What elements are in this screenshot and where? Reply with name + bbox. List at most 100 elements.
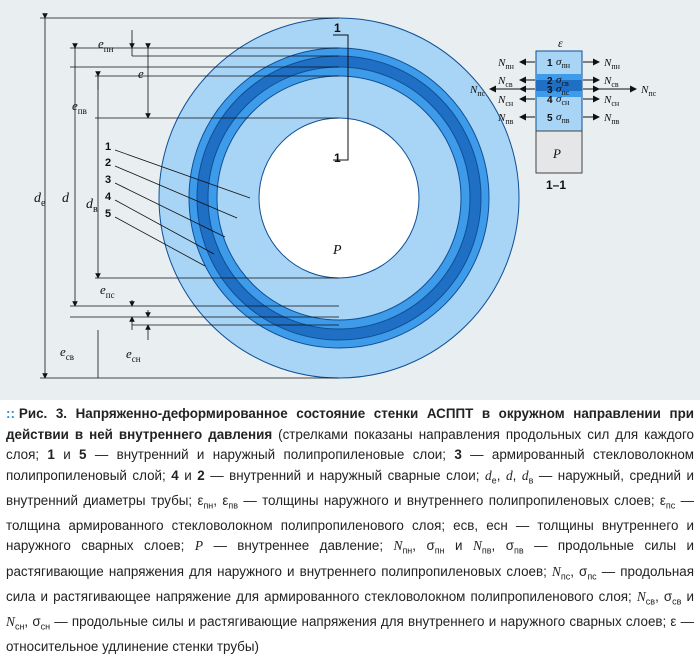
- caption-fragment: , σ: [24, 613, 41, 629]
- caption-fragment: , σ: [491, 538, 514, 554]
- caption-fragment: — толщины наружного и внутреннего полипр…: [237, 492, 666, 508]
- force-label-right: Nпн: [603, 57, 621, 71]
- caption-fragment: пн: [203, 500, 214, 511]
- caption-fragment: в: [528, 475, 534, 486]
- caption-fragment: ,: [512, 467, 522, 483]
- caption-title: Рис. 3. Напряженно-деформированное состо…: [6, 406, 694, 442]
- caption-fragment: — внутренний и наружный полипропиленовые…: [86, 447, 455, 462]
- caption-fragment: пс: [587, 571, 597, 582]
- layer-number-4: 4: [105, 191, 112, 203]
- caption-fragment: сн: [14, 621, 25, 632]
- caption-fragment: пн: [434, 546, 445, 557]
- caption-fragment: ,: [496, 467, 506, 483]
- caption-fragment: св: [645, 596, 656, 607]
- caption-fragment: (стрелками показаны направления продольн…: [6, 426, 694, 463]
- caption-fragment: пн: [402, 546, 413, 557]
- section-stress-label: σпс: [556, 83, 570, 97]
- section-layer-number: 3: [547, 85, 553, 96]
- caption-fragment: 5: [79, 447, 87, 462]
- section-layer-number: 4: [547, 95, 553, 106]
- force-label-left: Nсн: [497, 94, 514, 108]
- section-pressure-label: P: [552, 146, 561, 161]
- layer-leaders: [114, 149, 251, 267]
- caption-fragment: сн: [40, 621, 51, 632]
- caption-fragment: , σ: [412, 538, 435, 554]
- caption-fragment: е: [491, 475, 497, 486]
- section-stress-label: σпн: [556, 56, 571, 70]
- caption-fragment: и: [681, 588, 695, 604]
- section-stress-label: σсв: [556, 74, 569, 88]
- diagram-canvas: 1 1 P dе d dв eпн e eпв eпс eсв eсн: [34, 13, 657, 379]
- e-outer-label: eпн: [98, 36, 114, 54]
- section-mark-bottom: 1: [334, 151, 341, 165]
- d-outer-label: dе: [34, 191, 46, 209]
- dimension-lines: [42, 13, 151, 379]
- section-line: [333, 34, 349, 161]
- section-title: 1–1: [546, 178, 566, 192]
- section-layer-number: 5: [547, 113, 553, 124]
- caption-fragment: 1: [47, 447, 55, 462]
- caption-fragment: — внутренний и наружный сварные слои;: [204, 467, 485, 483]
- caption-fragment: , σ: [655, 588, 673, 604]
- caption-fragment: — толщина армированного стекловолокном п…: [6, 492, 694, 554]
- caption-bullet: ::: [6, 406, 15, 421]
- force-label-left: Nпс: [469, 84, 486, 98]
- caption-fragment: — продольная сила и растягивающее напряж…: [6, 563, 694, 604]
- section-mark-top: 1: [334, 21, 341, 35]
- caption-fragment: — наружный, средний и внутренний диаметр…: [6, 467, 694, 508]
- wall-section: ε P 1–1: [535, 36, 583, 192]
- caption-fragment: — внутреннее давление;: [203, 538, 394, 554]
- figure-caption: ::Рис. 3. Напряженно-деформированное сос…: [6, 404, 694, 658]
- pipe-wall-diagram: 1 1 P dе d dв eпн e eпв eпс eсв eсн: [0, 0, 700, 400]
- caption-fragment: d: [521, 467, 529, 483]
- caption-fragment: 2: [197, 467, 205, 483]
- force-label-right: Nсв: [603, 75, 619, 89]
- caption-fragment: — продольные силы и растягивающие напряж…: [6, 613, 694, 655]
- caption-fragment: 3: [454, 447, 462, 462]
- caption-fragment: — армированный стекловолокном полипропил…: [6, 447, 694, 483]
- caption-fragment: d: [484, 467, 492, 483]
- caption-fragment: , ε: [213, 492, 229, 508]
- caption-fragment: — продольные силы и растягивающие напряж…: [6, 538, 694, 579]
- caption-fragment: d: [505, 467, 513, 483]
- caption-fragment: N: [636, 588, 646, 604]
- force-label-right: Nпв: [603, 112, 620, 126]
- caption-fragment: пв: [481, 546, 492, 557]
- caption-fragment: пв: [513, 546, 524, 557]
- section-stress-label: σпв: [556, 111, 570, 125]
- caption-fragment: N: [551, 563, 561, 579]
- force-label-left: Nпв: [497, 112, 514, 126]
- caption-fragment: и: [444, 538, 473, 554]
- caption-fragment: пс: [560, 571, 571, 582]
- section-layer-number: 1: [547, 58, 553, 69]
- caption-fragment: св: [672, 596, 682, 607]
- d-inner-label: dв: [86, 197, 98, 215]
- caption-fragment: N: [472, 538, 482, 554]
- force-label-right: Nсн: [603, 94, 620, 108]
- force-label-left: Nпн: [497, 57, 515, 71]
- layer-number-5: 5: [105, 208, 111, 220]
- section-layer-number: 2: [547, 76, 553, 87]
- force-label-right: Nпс: [640, 84, 657, 98]
- caption-fragment: 4: [171, 467, 179, 483]
- layer-number-2: 2: [105, 157, 111, 169]
- layer-number-1: 1: [105, 141, 111, 153]
- d-mid-label: d: [62, 191, 70, 206]
- caption-fragment: пв: [228, 500, 238, 511]
- layer-number-3: 3: [105, 174, 111, 186]
- epsilon-label: ε: [558, 36, 563, 50]
- force-label-left: Nсв: [497, 75, 513, 89]
- e-weld-in-label: eсв: [60, 344, 74, 362]
- caption-body: (стрелками показаны направления продольн…: [6, 427, 694, 655]
- caption-fragment: P: [194, 538, 204, 554]
- section-stress-label: σсн: [556, 93, 570, 107]
- e-inner-label: eпв: [72, 98, 87, 116]
- caption-fragment: N: [6, 613, 15, 629]
- caption-fragment: N: [393, 538, 403, 554]
- caption-fragment: , σ: [570, 563, 588, 579]
- e-glass-label: eпс: [100, 282, 115, 300]
- pressure-label: P: [332, 243, 342, 258]
- caption-fragment: и: [178, 467, 198, 483]
- e-weld-out-label: eсн: [126, 346, 141, 364]
